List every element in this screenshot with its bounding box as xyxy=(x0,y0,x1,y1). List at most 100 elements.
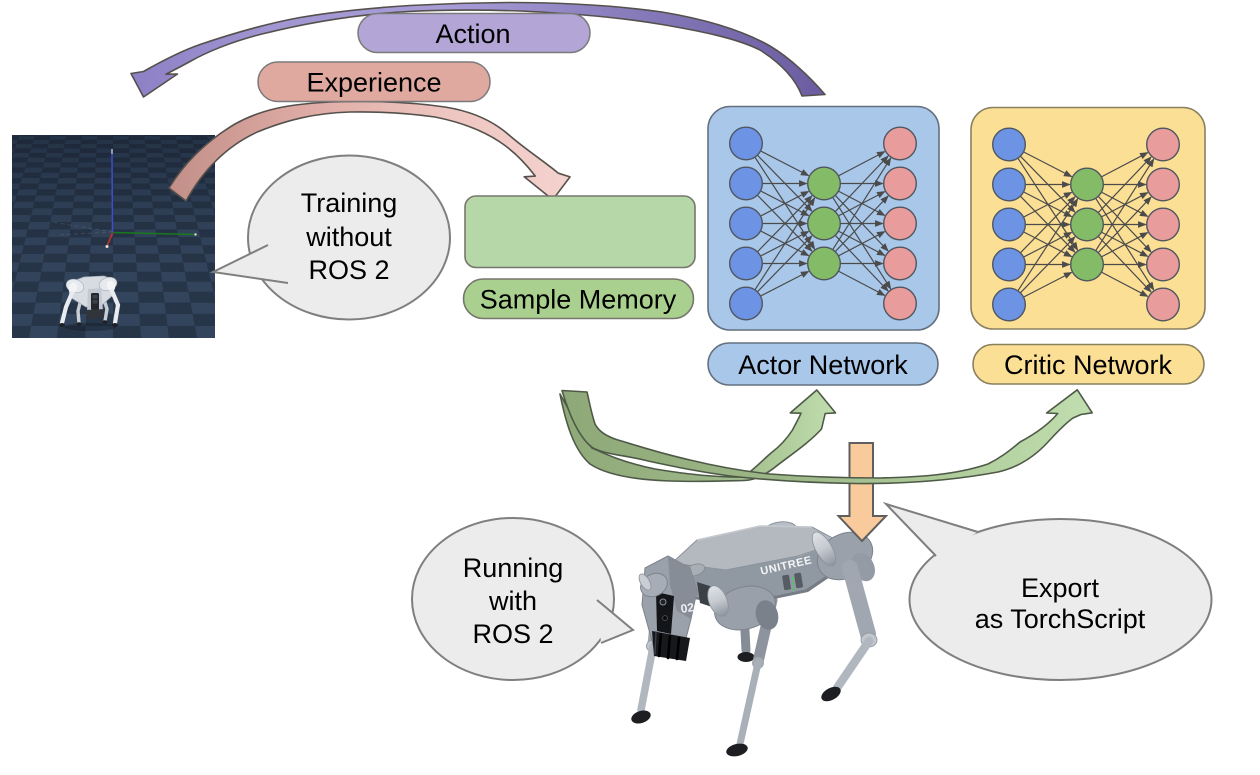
nn-edge xyxy=(760,190,810,217)
sample-memory-label: Sample Memory xyxy=(480,285,677,315)
shape-ellipse-3 xyxy=(102,320,108,324)
critic-network-box xyxy=(970,106,1206,330)
nn-node-hidden xyxy=(1069,167,1104,202)
shape-ellipse-5 xyxy=(68,282,78,294)
shape-ellipse-23 xyxy=(631,710,651,724)
shape-path-9 xyxy=(654,631,657,655)
nn-edge xyxy=(760,270,810,297)
nn-edge xyxy=(1017,198,1079,292)
shape-rect-15 xyxy=(792,587,794,590)
nn-edge xyxy=(838,270,886,296)
robot-front-hip xyxy=(638,572,668,598)
nn-node-input xyxy=(729,126,764,161)
nn-node-output xyxy=(883,246,918,281)
training-bubble-line3: ROS 2 xyxy=(308,255,389,285)
sim-floor-shading xyxy=(12,135,215,338)
shape-line-2 xyxy=(57,231,114,236)
sim-axis-x xyxy=(106,232,114,246)
sim-axis-z xyxy=(111,153,114,233)
shape-ellipse-10 xyxy=(737,652,755,662)
nn-edge xyxy=(838,231,886,257)
shape-ellipse-25 xyxy=(638,573,652,591)
nn-edge xyxy=(1019,236,1076,294)
nn-edge xyxy=(760,150,810,177)
shape-ellipse-27 xyxy=(411,517,615,681)
nn-edge xyxy=(834,195,889,253)
shape-ellipse-9 xyxy=(112,323,118,327)
sim-robot xyxy=(59,275,121,331)
training-bubble-line1: Training xyxy=(301,188,398,218)
replay-memory-box xyxy=(464,195,696,269)
nn-node-hidden xyxy=(1069,247,1104,282)
shape-rect-13 xyxy=(792,577,794,580)
shape-ellipse-8 xyxy=(59,323,65,327)
shape-ellipse-15 xyxy=(755,600,779,630)
sample-to-actor-body xyxy=(559,389,837,483)
nn-edge xyxy=(1019,196,1076,254)
nn-edge xyxy=(756,195,813,253)
experience-pill-label: Experience xyxy=(306,68,441,98)
sample-memory-pill: Sample Memory xyxy=(462,278,695,320)
robot-thigh-rear-near xyxy=(842,560,876,642)
robot-shank-rear-near xyxy=(832,636,874,693)
shape-circle-4 xyxy=(659,598,667,606)
shape-rect-6 xyxy=(462,278,695,320)
nn-node-output xyxy=(1145,247,1180,282)
critic-network-pill: Critic Network xyxy=(972,343,1205,385)
sim-faint-lines xyxy=(51,221,114,236)
nn-node-input xyxy=(729,286,764,321)
nn-edge xyxy=(1023,151,1073,178)
nn-edge xyxy=(1101,271,1149,297)
nn-node-output xyxy=(1145,167,1180,202)
nn-edge xyxy=(754,197,816,291)
shape-path-6 xyxy=(736,659,762,748)
actor-network-box xyxy=(707,105,940,331)
action-arrow xyxy=(130,1,826,98)
shape-rect-9 xyxy=(707,342,939,386)
shape-polygon-10 xyxy=(213,245,288,283)
shape-ellipse-2 xyxy=(76,322,82,326)
robot-model-text: 02 xyxy=(680,600,696,616)
nn-node-output xyxy=(883,126,918,161)
sim-axis-y xyxy=(112,231,195,236)
shape-circle-2 xyxy=(105,245,109,248)
training-bubble-line2: without xyxy=(305,222,392,252)
shape-rect-12 xyxy=(794,572,803,589)
shape-path-10 xyxy=(209,244,289,284)
actor-network-pill: Actor Network xyxy=(707,342,939,386)
export-bubble: Export as TorchScript xyxy=(882,501,1213,681)
running-bubble: Running with ROS 2 xyxy=(411,517,635,681)
robot-shank-front-near xyxy=(637,643,657,714)
action-pill-label: Action xyxy=(435,19,510,49)
shape-ellipse-18 xyxy=(811,531,837,567)
running-bubble-line3: ROS 2 xyxy=(472,619,553,649)
nn-edge xyxy=(1097,196,1152,254)
shape-ellipse-16 xyxy=(707,585,729,617)
nn-node-input xyxy=(992,287,1027,322)
robot-mid-hip xyxy=(707,585,779,631)
nn-node-input xyxy=(992,207,1027,242)
nn-node-output xyxy=(883,206,918,241)
robot-photo: UNITREE xyxy=(631,521,878,757)
export-bubble-line2: as TorchScript xyxy=(975,604,1146,634)
shape-rect-11 xyxy=(782,574,791,591)
shape-ellipse-7 xyxy=(106,280,116,292)
shape-polygon-7 xyxy=(668,556,697,619)
actor-network-label: Actor Network xyxy=(738,350,908,380)
nn-node-input xyxy=(729,246,764,281)
shape-rect-5 xyxy=(257,61,491,103)
nn-edge xyxy=(1095,158,1155,252)
shape-path-8 xyxy=(657,632,681,661)
shape-path-3 xyxy=(59,290,75,326)
shape-path-11 xyxy=(596,599,635,644)
experience-arrow-body xyxy=(168,100,571,202)
shape-path-7 xyxy=(696,525,813,541)
nn-edge xyxy=(1101,152,1149,178)
nn-edge xyxy=(832,157,892,251)
shape-polygon-11 xyxy=(597,600,633,643)
shape-ellipse-11 xyxy=(726,743,748,757)
shape-path-12 xyxy=(882,501,979,557)
experience-pill: Experience xyxy=(257,61,491,103)
